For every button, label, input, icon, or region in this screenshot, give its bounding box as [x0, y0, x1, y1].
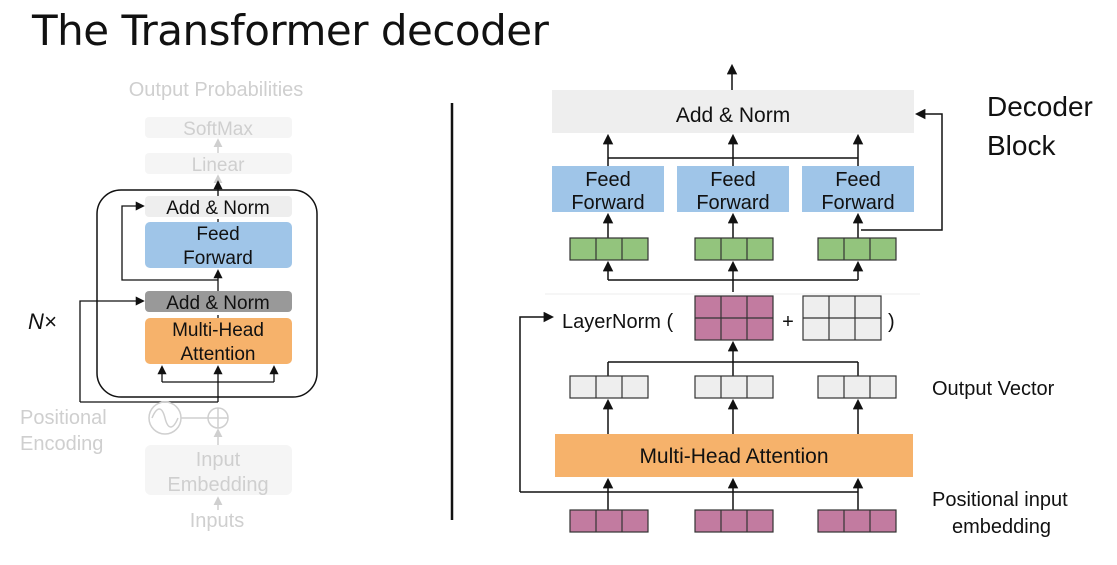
feed-forward-label-2: Forward [183, 248, 253, 269]
mha-right-label: Multi-Head Attention [639, 445, 828, 468]
add-norm-box [552, 90, 914, 133]
feed-forward-box [145, 222, 292, 268]
output-vector-label: Output Vector [932, 378, 1055, 400]
residual-mha [79, 296, 145, 402]
grey-matrix [802, 295, 882, 341]
close-paren-label: ) [888, 311, 895, 333]
feed-forward-box [552, 166, 664, 212]
left-decoder-overview: Output Probabilities SoftMax Linear Add … [20, 79, 318, 532]
softmax-box [145, 117, 292, 138]
add-norm-label: Add & Norm [676, 104, 790, 127]
forward-label: Forward [821, 192, 894, 214]
layernorm-label: LayerNorm ( [562, 311, 673, 333]
positional-label-1: Positional [20, 407, 107, 429]
mha-label-2: Attention [181, 344, 256, 365]
mha-right-box [555, 434, 913, 477]
add-norm-top-box [145, 196, 292, 217]
input-vector-1 [569, 509, 649, 533]
green-vector-2 [694, 237, 774, 261]
input-vector-3 [817, 509, 897, 533]
slide-title: The Transformer decoder [32, 6, 549, 55]
add-norm-top-label: Add & Norm [166, 198, 269, 219]
feed-label: Feed [585, 169, 631, 191]
green-vector-3 [817, 237, 897, 261]
input-embedding-label-2: Embedding [167, 474, 268, 496]
decoder-block-label-1: Decoder [987, 91, 1093, 122]
output-probabilities-label: Output Probabilities [129, 79, 304, 101]
feed-label: Feed [710, 169, 756, 191]
add-norm-bottom-box [145, 291, 292, 312]
add-norm-bottom-label: Add & Norm [166, 293, 269, 314]
feed-forward-3: Feed Forward [802, 166, 914, 214]
residual-mha-right [519, 311, 555, 492]
green-vector-1 [569, 237, 649, 261]
mha-label-1: Multi-Head [172, 320, 264, 341]
softmax-label: SoftMax [183, 119, 253, 140]
positional-label-2: Encoding [20, 433, 103, 455]
feed-forward-label-1: Feed [196, 224, 239, 245]
positional-input-label-1: Positional input [932, 489, 1068, 511]
input-vector-2 [694, 509, 774, 533]
feed-forward-box [677, 166, 789, 212]
input-embedding-label-1: Input [196, 449, 241, 471]
output-vector-2 [694, 375, 774, 399]
pink-matrix [694, 295, 774, 341]
linear-label: Linear [192, 155, 245, 176]
inputs-label: Inputs [190, 510, 244, 532]
output-vector-1 [569, 375, 649, 399]
decoder-block-outline [96, 189, 318, 398]
linear-box [145, 153, 292, 174]
n-times-label: N× [28, 309, 57, 334]
feed-forward-box [802, 166, 914, 212]
input-embedding-box [145, 445, 292, 495]
forward-label: Forward [571, 192, 644, 214]
feed-label: Feed [835, 169, 881, 191]
residual-ff [121, 201, 218, 281]
mha-box [145, 318, 292, 364]
residual-ff-right [861, 108, 943, 231]
plus-label: + [782, 311, 794, 333]
forward-label: Forward [696, 192, 769, 214]
feed-forward-1: Feed Forward [552, 166, 664, 214]
output-vector-3 [817, 375, 897, 399]
right-decoder-block: Add & Norm Decoder Block Feed Forward Fe… [519, 63, 1093, 538]
decoder-block-label-2: Block [987, 130, 1056, 161]
positional-input-label-2: embedding [952, 516, 1051, 538]
feed-forward-2: Feed Forward [677, 166, 789, 214]
